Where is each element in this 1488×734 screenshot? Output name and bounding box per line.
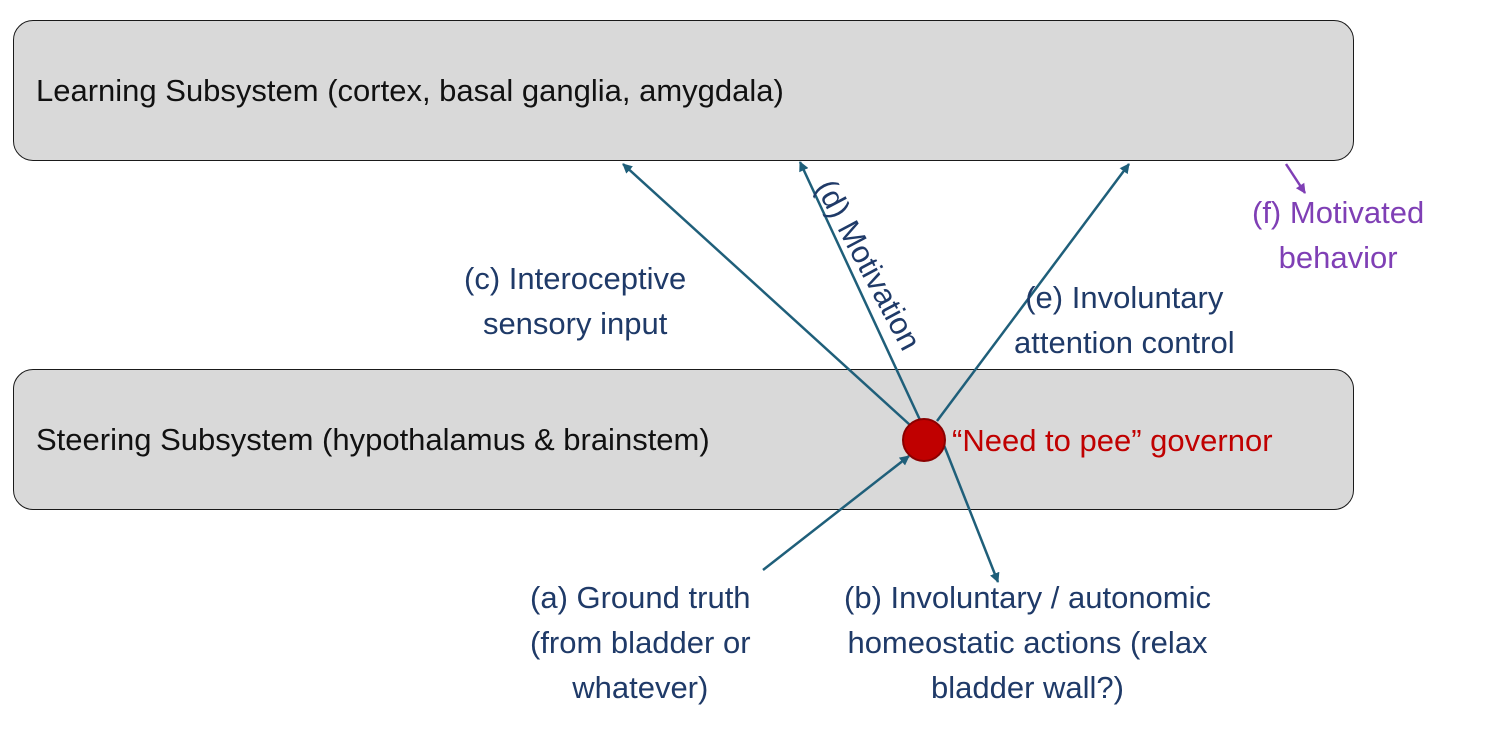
arrow-e-attention-control: [935, 163, 1131, 422]
arrow-d-motivation: [798, 161, 922, 421]
steering-subsystem-box: Steering Subsystem (hypothalamus & brain…: [13, 369, 1354, 510]
governor-node: [902, 418, 946, 462]
label-a: (a) Ground truth (from bladder or whatev…: [530, 575, 751, 710]
label-c-line1: (c) Interoceptive: [464, 261, 687, 296]
label-c-line2: sensory input: [482, 306, 668, 341]
label-e-line2: attention control: [1014, 325, 1235, 360]
label-e-line1: (e) Involuntary: [1025, 280, 1224, 315]
label-b-line2: homeostatic actions (relax: [847, 625, 1208, 660]
learning-subsystem-label: Learning Subsystem (cortex, basal gangli…: [36, 72, 784, 108]
label-b: (b) Involuntary / autonomic homeostatic …: [844, 575, 1211, 710]
arrow-c-interoceptive-input: [622, 163, 911, 426]
label-a-line3: whatever): [572, 670, 709, 705]
label-f-line2: behavior: [1278, 240, 1398, 275]
label-b-line1: (b) Involuntary / autonomic: [844, 580, 1212, 615]
arrow-f-motivated-behavior: [1284, 163, 1307, 194]
label-b-line3: bladder wall?): [931, 670, 1124, 705]
learning-subsystem-box: Learning Subsystem (cortex, basal gangli…: [13, 20, 1354, 161]
arrow-b-involuntary-actions: [934, 424, 1000, 583]
arrow-a-ground-truth: [762, 455, 910, 571]
label-f-line1: (f) Motivated: [1252, 195, 1425, 230]
label-a-line1: (a) Ground truth: [530, 580, 751, 615]
label-c: (c) Interoceptive sensory input: [464, 256, 686, 346]
label-e: (e) Involuntary attention control: [1014, 275, 1235, 365]
governor-label: “Need to pee” governor: [952, 423, 1273, 458]
label-f: (f) Motivated behavior: [1252, 190, 1424, 280]
label-a-line2: (from bladder or: [530, 625, 751, 660]
steering-subsystem-label: Steering Subsystem (hypothalamus & brain…: [36, 421, 710, 457]
